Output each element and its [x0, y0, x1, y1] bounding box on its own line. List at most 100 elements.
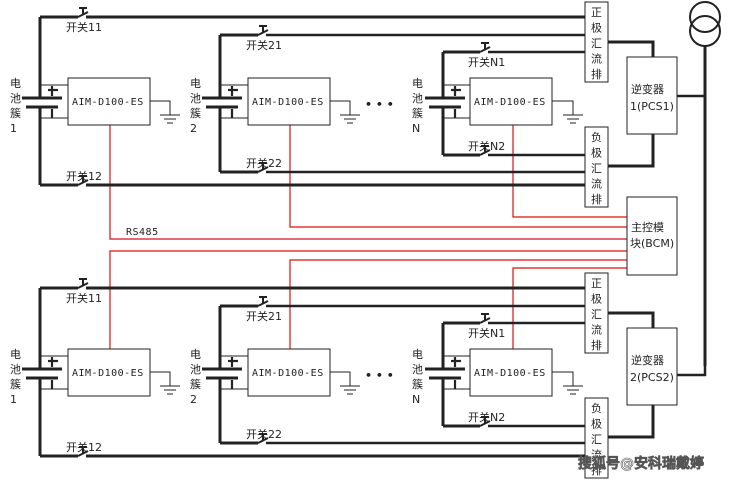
aim-module-box[interactable] [67, 77, 151, 126]
inverter-pcs-2[interactable]: 逆变器 2(PCS2) [626, 327, 678, 406]
dc-positive-link [608, 311, 655, 328]
battery-icon [425, 83, 465, 118]
battery-icon [202, 354, 242, 389]
switch-top-label: 开关N1 [468, 55, 505, 69]
switch-bottom-icon[interactable] [479, 145, 491, 156]
aim-module-box[interactable] [469, 77, 553, 126]
cluster-label-char: 池 [190, 92, 201, 105]
battery-icon [425, 354, 465, 389]
inverter-label-line2: 2(PCS2) [630, 371, 674, 384]
ground-icon [552, 100, 583, 124]
switch-top-label: 开关21 [246, 38, 282, 52]
battery-group-2: 开关11开关12电池簇1AIM-D100-ES开关21开关22电池簇2AIM-D… [10, 272, 707, 479]
switch-bottom-label: 开关N2 [468, 410, 505, 424]
switch-top-label: 开关11 [66, 291, 102, 305]
cluster-label-char: 2 [190, 393, 197, 406]
aim-module-box[interactable] [247, 348, 331, 397]
rs485-line-g1-c1 [109, 125, 627, 240]
switch-top-icon[interactable] [77, 278, 89, 289]
ground-icon [150, 371, 180, 395]
cluster-label-char: 池 [412, 363, 423, 376]
busbar-label-char: 汇 [591, 37, 602, 50]
cluster-label-char: 簇 [412, 377, 423, 391]
switch-bottom-icon[interactable] [77, 175, 89, 186]
cluster-label-char: 电 [190, 348, 201, 361]
switch-top-icon[interactable] [257, 296, 269, 307]
busbar-label-char: 负 [591, 130, 602, 144]
inverter-label-line1: 逆变器 [631, 353, 664, 367]
busbar-label-char: 极 [591, 21, 602, 35]
cluster-label-char: 2 [190, 122, 197, 135]
rs485-line-g2-c1 [109, 250, 627, 349]
switch-bottom-icon[interactable] [479, 416, 491, 427]
transformer-icon [689, 1, 721, 47]
aim-module-box[interactable] [247, 77, 331, 126]
battery-group-1: 开关11开关12电池簇1AIM-D100-ES开关21开关22电池簇2AIM-D… [10, 1, 705, 208]
watermark: 搜狐号@安科瑞戴婷 [578, 455, 704, 472]
switch-bottom-icon[interactable] [257, 162, 269, 173]
busbar-label-char: 极 [591, 417, 602, 431]
aim-module-label: AIM-D100-ES [72, 97, 144, 108]
busbar-label-char: 汇 [591, 308, 602, 321]
switch-top-icon[interactable] [479, 313, 491, 324]
busbar-label-char: 极 [591, 292, 602, 306]
aim-module-label: AIM-D100-ES [474, 97, 546, 108]
ac-link [677, 366, 707, 377]
switch-top-label: 开关N1 [468, 326, 505, 340]
rs485-line-gN-cn [512, 267, 627, 349]
busbar-label-char: 流 [591, 52, 602, 66]
cluster-label-char: 池 [10, 92, 21, 105]
aim-module-label: AIM-D100-ES [474, 368, 546, 379]
busbar-label-char: 流 [591, 323, 602, 337]
cluster-label-char: 池 [10, 363, 21, 376]
ground-icon [330, 371, 360, 395]
rs485-lines [109, 125, 627, 349]
switch-bottom-icon[interactable] [257, 433, 269, 444]
busbar-label-char: 排 [591, 192, 602, 206]
cluster-label-char: 电 [412, 348, 423, 361]
more-clusters-ellipsis: • • • [365, 369, 394, 382]
bcm-box[interactable] [626, 196, 678, 276]
rs485-label: RS485 [126, 227, 159, 238]
switch-top-icon[interactable] [479, 42, 491, 53]
rs485-line-g1-c2 [289, 125, 627, 228]
switch-bottom-icon[interactable] [77, 446, 89, 457]
rs485-line-g2-c2 [289, 259, 627, 349]
aim-module-box[interactable] [469, 348, 553, 397]
switch-top-icon[interactable] [77, 7, 89, 18]
aim-module-box[interactable] [67, 348, 151, 397]
cluster-label-char: N [412, 393, 420, 406]
cluster-label-char: 簇 [190, 106, 201, 120]
cluster-label-char: 池 [190, 363, 201, 376]
cluster-label-char: 电 [412, 77, 423, 90]
cluster-label-char: 电 [10, 77, 21, 90]
cluster-label-char: 1 [10, 122, 17, 135]
cluster-label-char: 簇 [10, 106, 21, 120]
cluster-label-char: 池 [412, 92, 423, 105]
switch-bottom-label: 开关12 [66, 440, 102, 454]
switch-bottom-label: 开关22 [246, 427, 282, 441]
dc-positive-link [608, 40, 655, 57]
battery-icon [202, 83, 242, 118]
cluster-label-char: 电 [10, 348, 21, 361]
switch-top-label: 开关11 [66, 20, 102, 34]
cluster-label-char: 电 [190, 77, 201, 90]
dc-negative-link [608, 134, 655, 168]
ground-icon [150, 100, 180, 124]
aim-module-label: AIM-D100-ES [252, 368, 324, 379]
aim-module-label: AIM-D100-ES [72, 368, 144, 379]
switch-bottom-label: 开关12 [66, 169, 102, 183]
busbar-label-char: 排 [591, 338, 602, 352]
busbar-label-char: 排 [591, 67, 602, 81]
switch-top-icon[interactable] [257, 25, 269, 36]
